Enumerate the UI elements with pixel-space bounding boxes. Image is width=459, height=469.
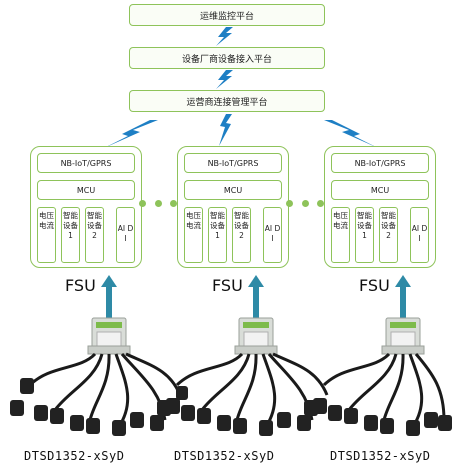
lightning-icon: [216, 70, 233, 89]
lightning-icon: [216, 27, 233, 46]
mcu-module: MCU: [331, 180, 429, 200]
device-model-label: DTSD1352-xSyD: [330, 449, 431, 463]
fsu-unit-3: NB-IoT/GPRS MCU 电压电流 智能设备1 智能设备2 AI DI: [324, 146, 436, 268]
mcu-module: MCU: [184, 180, 282, 200]
lightning-icon: [104, 120, 158, 148]
lightning-icon: [219, 114, 232, 146]
device-model-label: DTSD1352-xSyD: [24, 449, 125, 463]
arrow-up-icon: [395, 275, 411, 318]
arrow-up-icon: [248, 275, 264, 318]
module-ai-di: AI DI: [116, 207, 135, 263]
platform-monitoring: 运维监控平台: [129, 4, 325, 26]
module-smart-device-1: 智能设备1: [61, 207, 80, 263]
meter-device-icon: [304, 317, 452, 436]
comm-module: NB-IoT/GPRS: [37, 153, 135, 173]
module-ai-di: AI DI: [410, 207, 429, 263]
module-voltage-current: 电压电流: [37, 207, 56, 263]
lightning-icon: [324, 120, 378, 148]
fsu-unit-2: NB-IoT/GPRS MCU 电压电流 智能设备1 智能设备2 AI DI: [177, 146, 289, 268]
fsu-label: FSU: [359, 276, 390, 295]
device-model-label: DTSD1352-xSyD: [174, 449, 275, 463]
module-voltage-current: 电压电流: [184, 207, 203, 263]
comm-module: NB-IoT/GPRS: [331, 153, 429, 173]
module-ai-di: AI DI: [263, 207, 282, 263]
module-smart-device-2: 智能设备2: [85, 207, 104, 263]
module-smart-device-2: 智能设备2: [232, 207, 251, 263]
platform-vendor-access: 设备厂商设备接入平台: [129, 47, 325, 69]
comm-module: NB-IoT/GPRS: [184, 153, 282, 173]
mcu-module: MCU: [37, 180, 135, 200]
ellipsis-dots: [139, 200, 177, 210]
fsu-label: FSU: [65, 276, 96, 295]
module-smart-device-2: 智能设备2: [379, 207, 398, 263]
meter-device-icon: [10, 317, 188, 436]
ellipsis-dots: [286, 200, 324, 210]
module-voltage-current: 电压电流: [331, 207, 350, 263]
module-smart-device-1: 智能设备1: [355, 207, 374, 263]
platform-operator-connection: 运营商连接管理平台: [129, 90, 325, 112]
meter-device-icon: [157, 317, 329, 436]
arrow-up-icon: [101, 275, 117, 318]
fsu-label: FSU: [212, 276, 243, 295]
fsu-unit-1: NB-IoT/GPRS MCU 电压电流 智能设备1 智能设备2 AI DI: [30, 146, 142, 268]
module-smart-device-1: 智能设备1: [208, 207, 227, 263]
